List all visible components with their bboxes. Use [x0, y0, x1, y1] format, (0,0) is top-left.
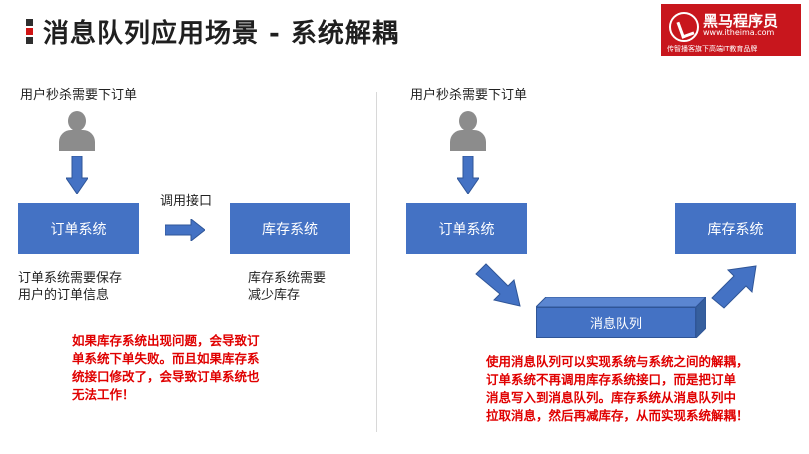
- page-title: 消息队列应用场景 - 系统解耦: [43, 18, 399, 49]
- brand-name: 黑马程序员: [703, 12, 779, 30]
- brand-url: www.itheima.com: [703, 28, 775, 37]
- left-down-arrow-icon: [66, 156, 88, 194]
- stock-note: 库存系统需要 减少库存: [248, 270, 326, 304]
- brand-logo: 黑马程序员 www.itheima.com 传智播客旗下高端IT教育品牌: [661, 4, 801, 56]
- right-stock-system-box: 库存系统: [675, 203, 796, 254]
- call-interface-label: 调用接口: [160, 194, 213, 209]
- problem-note: 如果库存系统出现问题，会导致订 单系统下单失败。而且如果库存系 统接口修改了，会…: [72, 332, 260, 404]
- stock-note-line: 库存系统需要: [248, 271, 327, 286]
- right-user-label: 用户秒杀需要下订单: [410, 88, 528, 103]
- left-order-system-box: 订单系统: [18, 203, 139, 254]
- slide-title: 消息队列应用场景 - 系统解耦: [26, 14, 399, 49]
- problem-note-line: 如果库存系统出现问题，会导致订: [72, 333, 260, 348]
- left-user-icon: [59, 111, 95, 151]
- solution-note: 使用消息队列可以实现系统与系统之间的解耦， 订单系统不再调用库存系统接口，而是把…: [486, 353, 749, 425]
- order-note-line: 订单系统需要保存: [18, 271, 123, 286]
- left-stock-system-box: 库存系统: [230, 203, 350, 254]
- queue-3d-frame: [536, 297, 706, 338]
- order-note-line: 用户的订单信息: [18, 288, 110, 303]
- left-user-label: 用户秒杀需要下订单: [20, 88, 138, 103]
- left-right-arrow-icon: [165, 219, 205, 241]
- brand-slogan: 传智播客旗下高端IT教育品牌: [667, 45, 758, 53]
- order-to-queue-arrow-icon: [475, 263, 521, 307]
- problem-note-line: 无法工作！: [72, 387, 135, 402]
- solution-note-line: 订单系统不再调用库存系统接口，而是把订单: [486, 372, 737, 387]
- order-note: 订单系统需要保存 用户的订单信息: [18, 270, 122, 304]
- right-down-arrow-icon: [457, 156, 479, 194]
- panel-divider: [376, 92, 377, 432]
- stock-note-line: 减少库存: [248, 288, 301, 303]
- title-marker-icon: [26, 18, 33, 44]
- problem-note-line: 统接口修改了，会导致订单系统也: [72, 369, 260, 384]
- queue-to-stock-arrow-icon: [711, 265, 757, 309]
- right-order-system-box: 订单系统: [406, 203, 527, 254]
- problem-note-line: 单系统下单失败。而且如果库存系: [72, 351, 260, 366]
- solution-note-line: 消息写入到消息队列。库存系统从消息队列中: [486, 390, 737, 405]
- solution-note-line: 使用消息队列可以实现系统与系统之间的解耦，: [486, 354, 749, 369]
- brand-emblem-icon: [669, 12, 699, 42]
- solution-note-line: 拉取消息，然后再减库存，从而实现系统解耦！: [486, 408, 749, 423]
- right-user-icon: [450, 111, 486, 151]
